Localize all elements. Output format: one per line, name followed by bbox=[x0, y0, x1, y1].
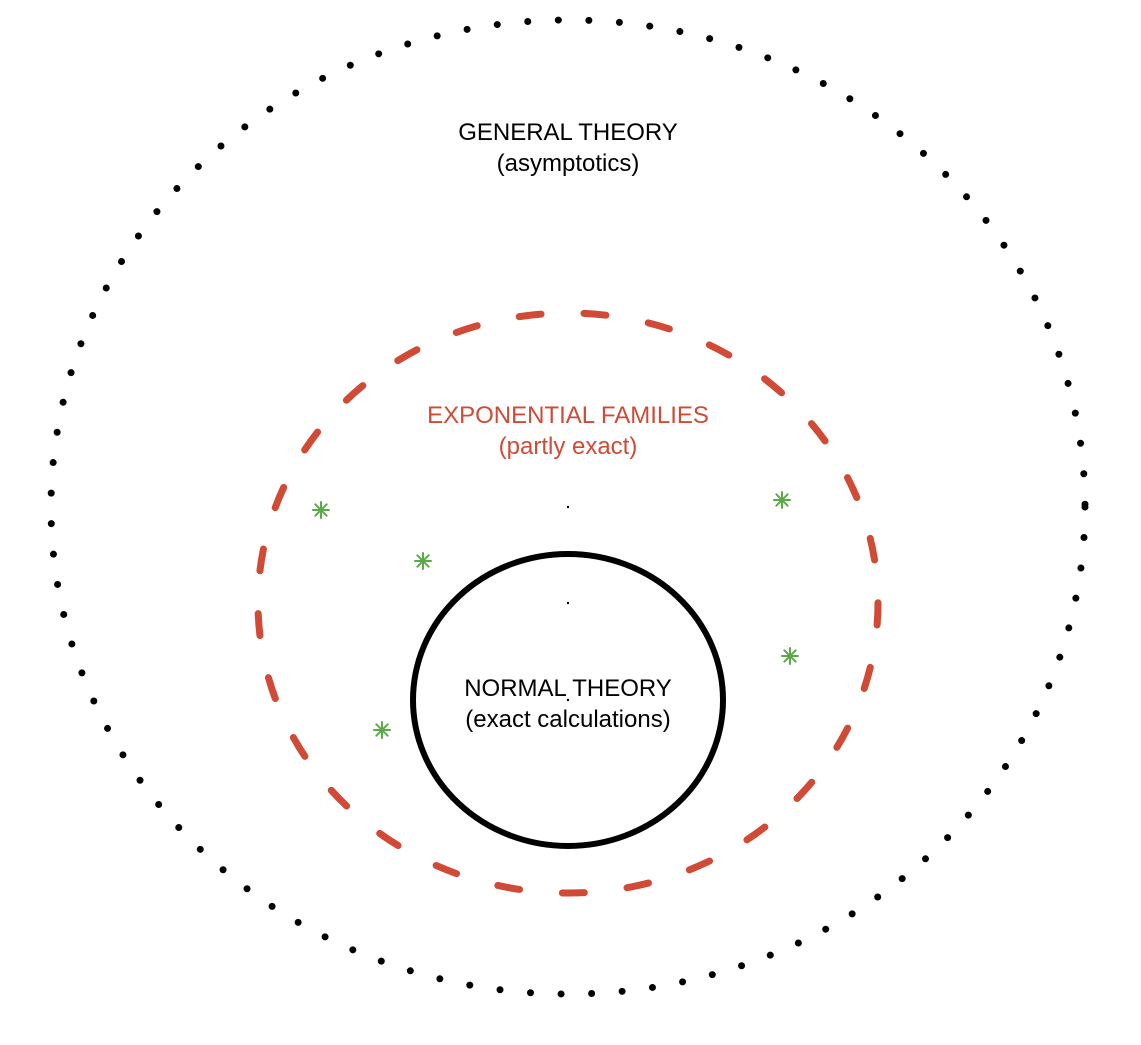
normal-theory-subtitle: (exact calculations) bbox=[465, 706, 670, 733]
general-theory-boundary bbox=[47, 16, 1089, 998]
normal-theory-boundary bbox=[410, 551, 726, 849]
asterisk-marker-icon bbox=[773, 491, 791, 509]
general-theory-title: GENERAL THEORY bbox=[458, 119, 678, 146]
asterisk-marker-icon bbox=[414, 552, 432, 570]
asterisk-marker-icon bbox=[373, 721, 391, 739]
exponential-families-subtitle: (partly exact) bbox=[499, 433, 638, 460]
asterisk-markers bbox=[312, 491, 799, 739]
normal-theory-title: NORMAL THEORY bbox=[464, 675, 672, 702]
general-theory-subtitle: (asymptotics) bbox=[497, 150, 640, 177]
exponential-families-title: EXPONENTIAL FAMILIES bbox=[427, 402, 709, 429]
center-dot bbox=[566, 505, 570, 509]
center-dot bbox=[566, 698, 570, 702]
exponential-families-boundary bbox=[254, 309, 882, 897]
center-dot bbox=[566, 601, 570, 605]
asterisk-marker-icon bbox=[312, 501, 330, 519]
asterisk-marker-icon bbox=[781, 647, 799, 665]
